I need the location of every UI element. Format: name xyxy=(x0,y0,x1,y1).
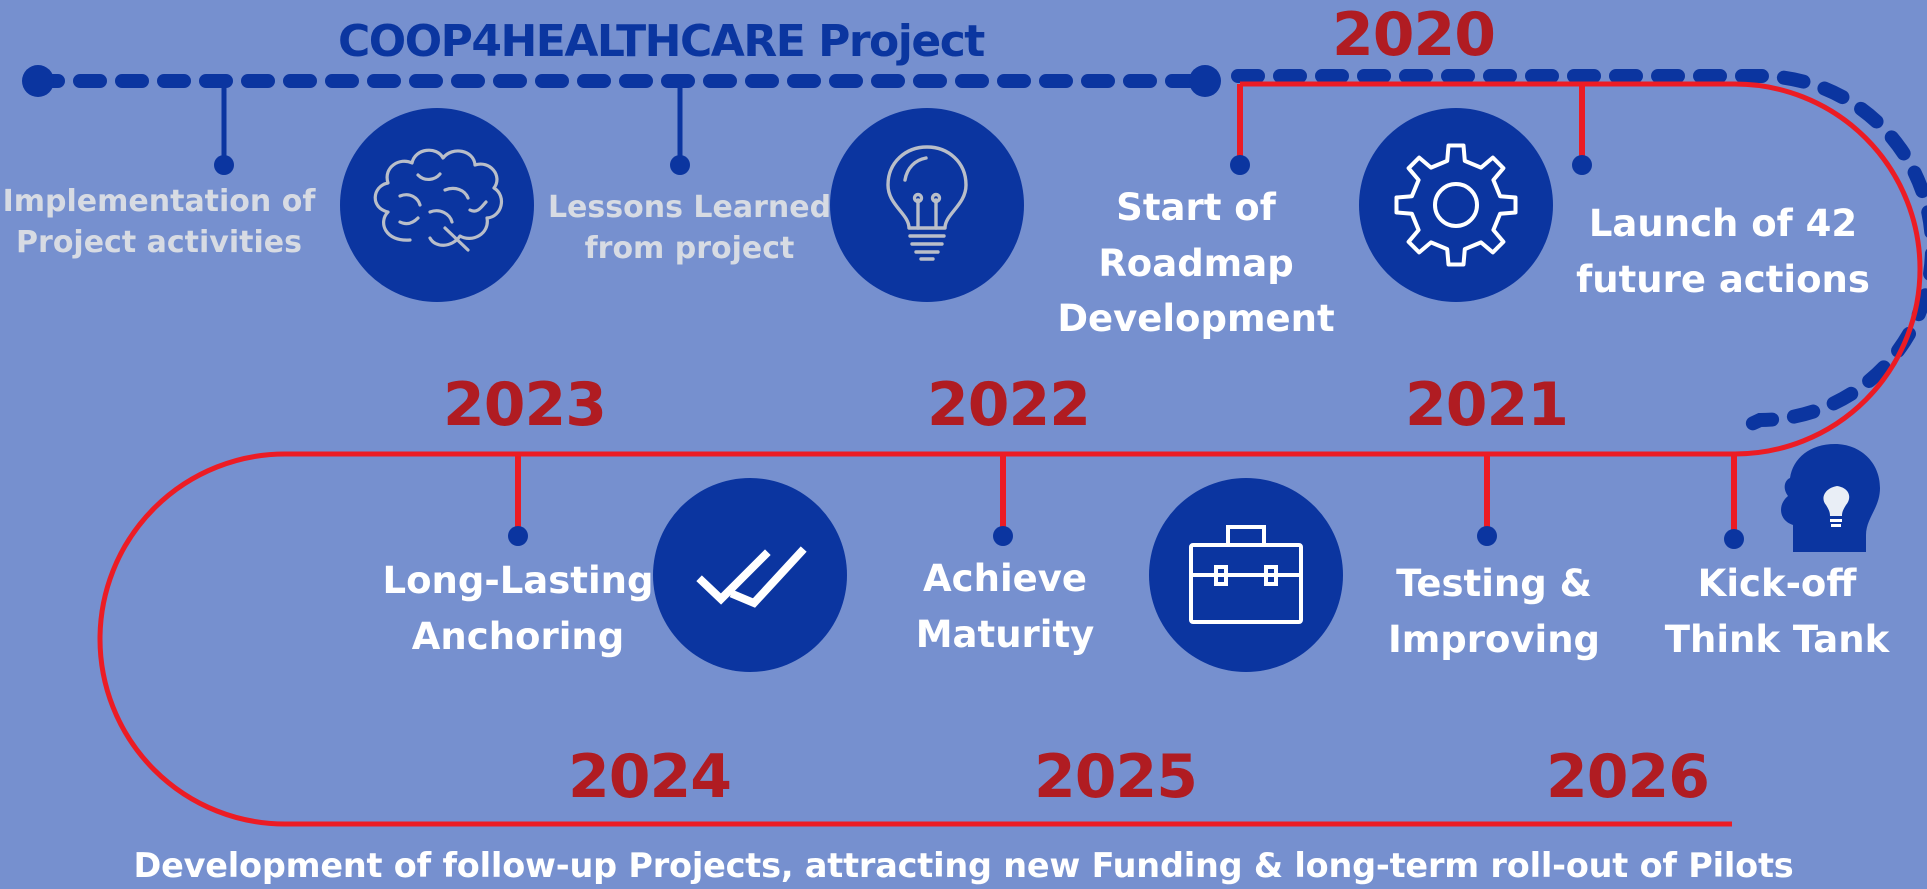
briefcase-icon xyxy=(1149,478,1343,672)
footer-caption: Development of follow-up Projects, attra… xyxy=(133,846,1794,885)
year-label-2021: 2021 xyxy=(1405,370,1569,440)
milestone-long-lasting-anchoring: Long-Lasting Anchoring xyxy=(382,559,654,658)
roadmap-tick-dot xyxy=(1230,155,1250,175)
lightbulb-icon xyxy=(830,108,1024,302)
year-label-2020: 2020 xyxy=(1332,0,1496,70)
roadmap-tick-dot xyxy=(993,526,1013,546)
project-ticks xyxy=(221,81,683,163)
roadmap-tick-dot xyxy=(508,526,528,546)
year-label-2025: 2025 xyxy=(1034,742,1198,812)
year-label-2026: 2026 xyxy=(1546,742,1710,812)
brain-icon xyxy=(340,108,534,302)
milestone-launch-actions: Launch of 42 future actions xyxy=(1576,202,1870,301)
roadmap-tick-dot xyxy=(1572,155,1592,175)
milestone-start-roadmap: Start of Roadmap Development xyxy=(1057,186,1335,340)
milestone-testing-improving: Testing & Improving xyxy=(1387,562,1601,661)
diagram-title: COOP4HEALTHCARE Project xyxy=(338,16,985,67)
year-label-2024: 2024 xyxy=(568,742,732,812)
gear-icon xyxy=(1359,108,1553,302)
year-label-2023: 2023 xyxy=(443,370,607,440)
head-idea-icon xyxy=(1781,444,1880,552)
roadmap-tick-dot xyxy=(1724,529,1744,549)
milestone-implementation: Implementation of Project activities xyxy=(2,184,316,260)
milestone-lessons-learned: Lessons Learned from project xyxy=(547,190,832,266)
roadmap-tick-dot xyxy=(1477,526,1497,546)
roadmap-ticks xyxy=(515,84,1737,537)
milestone-achieve-maturity: Achieve Maturity xyxy=(915,557,1095,656)
gear-outline xyxy=(1394,143,1518,267)
project-tick-dot xyxy=(214,155,234,175)
milestone-kickoff-think-tank: Kick-off Think Tank xyxy=(1664,562,1890,661)
year-label-2022: 2022 xyxy=(927,370,1091,440)
project-tick-dot xyxy=(670,155,690,175)
roadmap-path xyxy=(97,81,1923,827)
double-check-icon xyxy=(653,478,847,672)
project-dotted-path xyxy=(22,65,1927,434)
